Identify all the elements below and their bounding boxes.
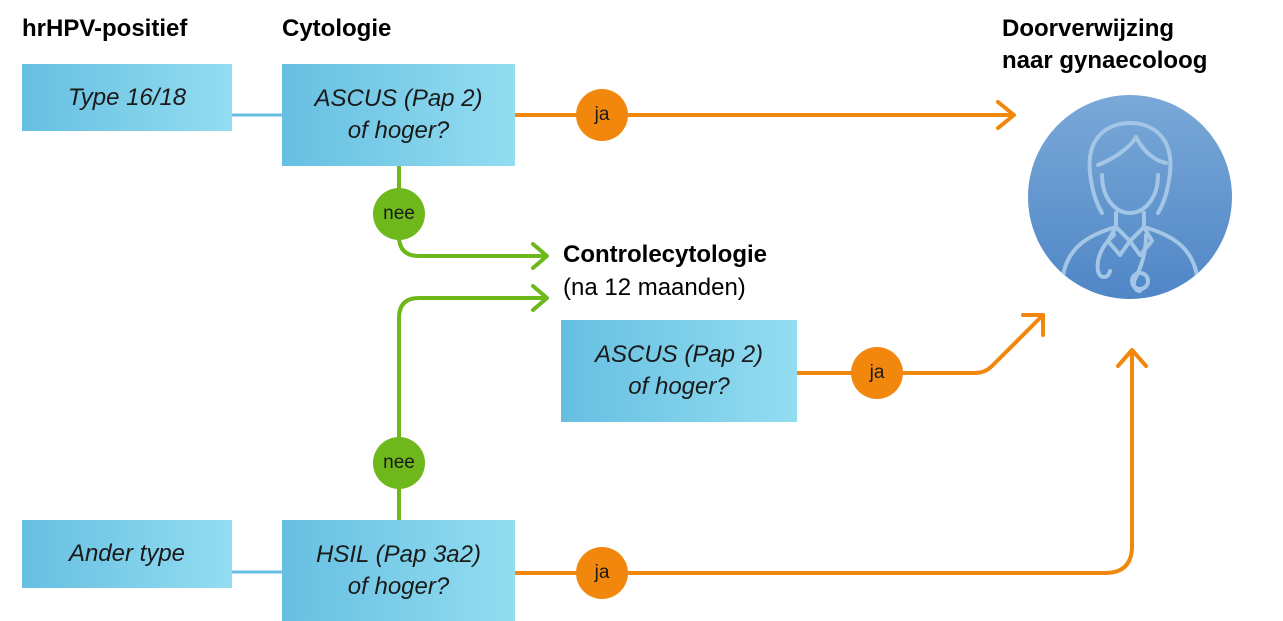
box-ascus-top-line1: ASCUS (Pap 2) [314,85,483,112]
header-hrhpv: hrHPV-positief [22,15,188,42]
box-ascus-mid-line1: ASCUS (Pap 2) [594,341,764,368]
control-block: Controlecytologie (na 12 maanden) [563,238,767,304]
doctor-icon [1028,95,1232,299]
badge-ja-middle: ja [851,347,903,399]
box-ander-type-label: Ander type [68,540,186,567]
box-type-1618: Type 16/18 [22,64,232,131]
box-hsil-line2: of hoger? [347,572,450,600]
header-referral: Doorverwijzing naar gynaecoloog [1002,14,1272,76]
header-cytologie: Cytologie [282,15,392,42]
header-referral-line2: naar gynaecoloog [1002,47,1208,74]
box-type-1618-label: Type 16/18 [67,83,187,111]
box-ascus-mid: ASCUS (Pap 2) of hoger? [561,320,797,422]
arrow-no-bottom [397,284,549,523]
badge-ja-bottom: ja [576,547,628,599]
badge-nee-top: nee [373,188,425,240]
box-ascus-top-line2: of hoger? [347,117,450,144]
control-subtitle: (na 12 maanden) [563,274,746,301]
arrow-yes-bottom [513,348,1148,575]
box-ander-type: Ander type [22,520,232,588]
badge-nee-bottom: nee [373,437,425,489]
box-hsil-line1: HSIL (Pap 3a2) [316,540,481,568]
box-ascus-top: ASCUS (Pap 2) of hoger? [282,64,515,166]
box-ascus-mid-line2: of hoger? [628,373,730,400]
header-referral-line1: Doorverwijzing [1002,15,1175,42]
badge-ja-top: ja [576,89,628,141]
box-hsil: HSIL (Pap 3a2) of hoger? [282,520,515,621]
arrow-yes-middle [795,313,1045,375]
control-title: Controlecytologie [563,241,768,268]
